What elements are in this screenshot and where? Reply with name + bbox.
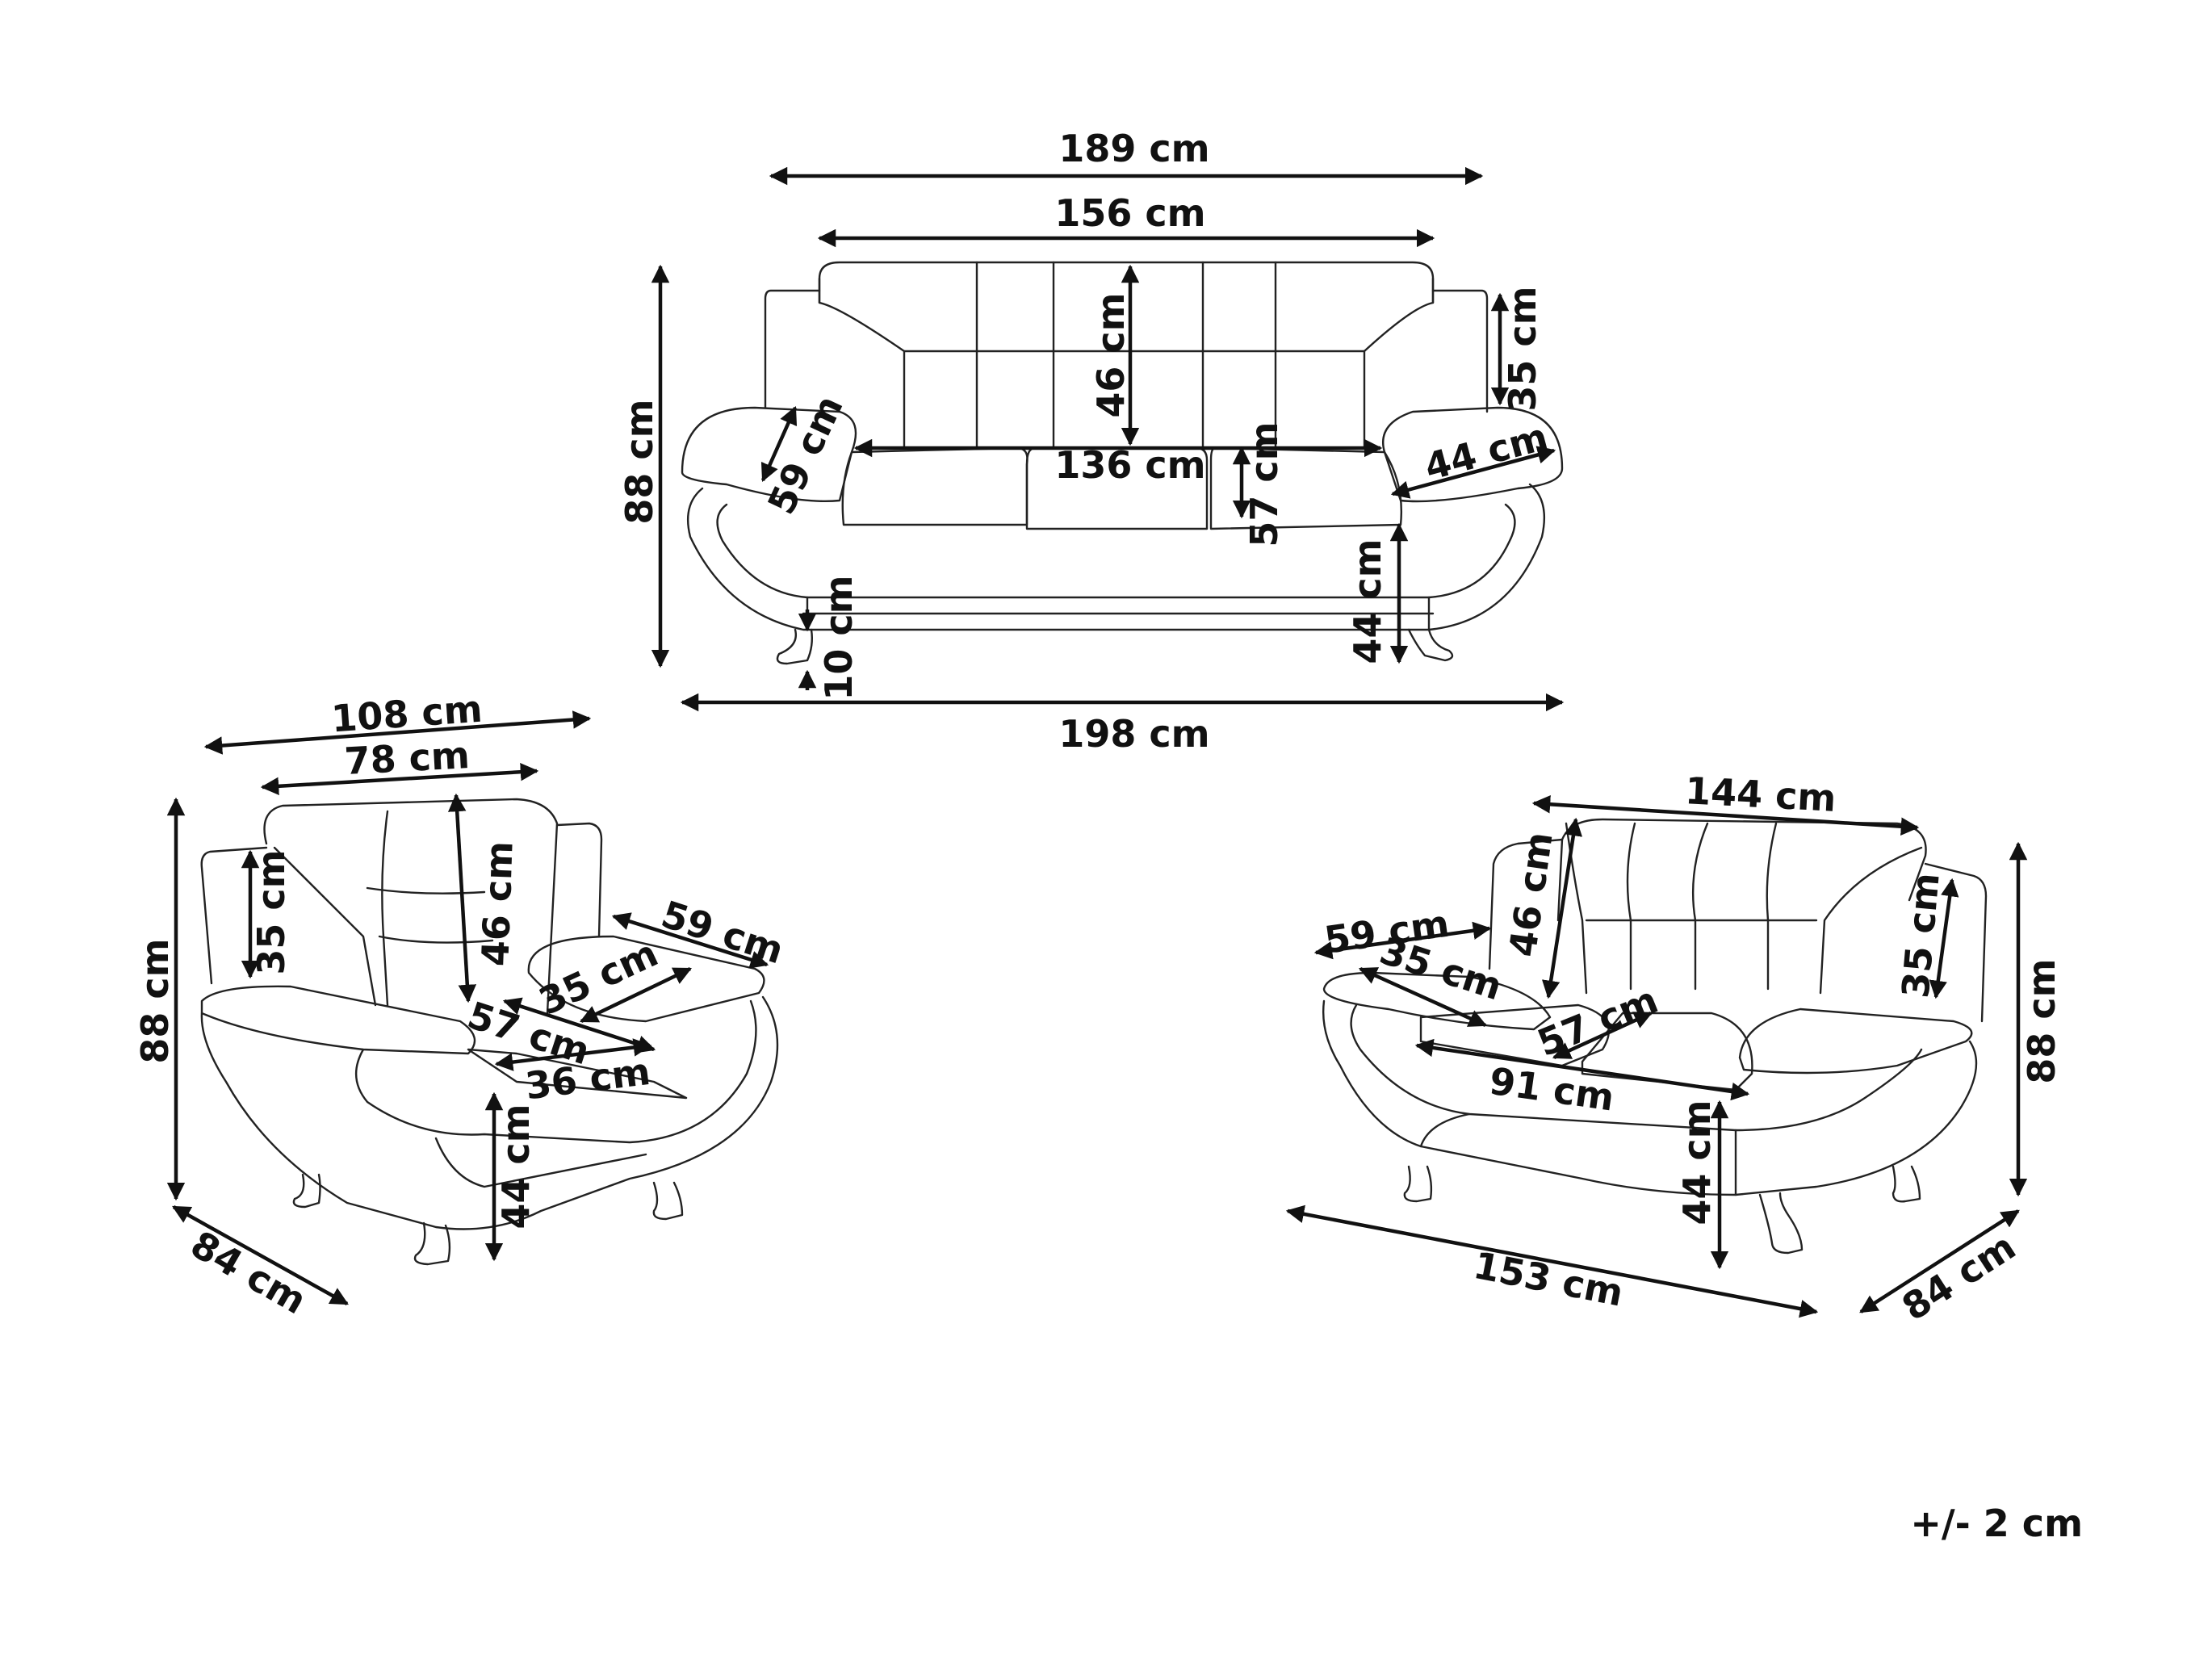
loveseat-dim-35-arm: [1358, 966, 1488, 1028]
armchair-right-side: [555, 822, 603, 938]
sofa-label-136: 136 cm: [1054, 443, 1205, 487]
sofa-label-44-seat: 44 cm: [1346, 538, 1389, 664]
armchair-leg-right: [652, 1181, 684, 1221]
armchair-label-78: 78 cm: [343, 733, 471, 783]
armchair-label-59: 59 cm: [656, 892, 789, 972]
sofa-label-189: 189 cm: [1058, 127, 1209, 170]
armchair-labels: 108 cm 78 cm 88 cm 35 cm 46 cm 59 cm 35 …: [133, 687, 789, 1323]
sofa-right-side: [1431, 289, 1489, 413]
sofa-label-57: 57 cm: [1242, 421, 1286, 547]
loveseat-label-46: 46 cm: [1501, 829, 1561, 959]
armchair-dim-46: [447, 793, 477, 1003]
loveseat-leg-right: [1892, 1165, 1921, 1203]
armchair-label-35: 35 cm: [249, 849, 293, 974]
sofa-seat-cushion-left: [841, 446, 1028, 526]
sofa-dim-44-arm: [1390, 446, 1556, 499]
armchair-dim-78: [260, 762, 539, 796]
loveseat-label-35: 35 cm: [1893, 871, 1947, 999]
sofa-left-leg: [776, 628, 814, 665]
loveseat-label-144: 144 cm: [1684, 769, 1837, 820]
loveseat-right-armpad: [1738, 1008, 1973, 1075]
loveseat-dim-91: [1414, 1038, 1750, 1101]
loveseat-front-strip: [1419, 1112, 1737, 1196]
armchair-label-46: 46 cm: [473, 840, 521, 967]
armchair-dim-84: [172, 1205, 349, 1305]
sofa-left-wing: [818, 277, 906, 450]
loveseat-back-wing-right: [1819, 846, 1923, 995]
loveseat-right-side: [1924, 862, 1988, 1023]
sofa-labels: 189 cm 156 cm 46 cm 35 cm 88 cm 59 cm 13…: [618, 127, 1552, 756]
armchair-arm-loop: [354, 999, 757, 1144]
loveseat-label-44: 44 cm: [1675, 1100, 1719, 1225]
armchair-label-44: 44 cm: [494, 1104, 538, 1229]
loveseat-seat-right: [1581, 1012, 1753, 1091]
armchair-left-armpad: [200, 985, 476, 1055]
sofa-backrest: [818, 261, 1435, 304]
loveseat-dim-46: [1541, 817, 1583, 999]
loveseat-leg-left: [1403, 1165, 1433, 1203]
sofa-label-35: 35 cm: [1501, 286, 1544, 411]
loveseat-dim-153: [1285, 1204, 1819, 1318]
sofa-label-198: 198 cm: [1058, 712, 1209, 756]
armchair-dim-36: [494, 1038, 652, 1071]
sofa-dimensions: [651, 166, 1565, 712]
loveseat-left-side: [1488, 838, 1564, 970]
sofa-label-46: 46 cm: [1089, 292, 1133, 417]
loveseat-label-91: 91 cm: [1487, 1059, 1617, 1120]
loveseat-dim-144: [1531, 795, 1920, 836]
armchair-left-side: [200, 846, 268, 985]
sofa-label-44-arm: 44 cm: [1420, 414, 1552, 488]
sofa-label-156: 156 cm: [1054, 191, 1205, 235]
armchair-dim-108: [203, 710, 592, 755]
loveseat-drawing: [1322, 818, 1988, 1255]
loveseat-leg-front: [1758, 1192, 1804, 1255]
armchair-leg-left: [292, 1173, 321, 1209]
tolerance-note: +/- 2 cm: [1910, 1502, 2083, 1545]
sofa-dim-59: [760, 405, 798, 483]
armchair-label-88: 88 cm: [133, 938, 177, 1063]
sofa-right-wing: [1363, 277, 1435, 450]
loveseat-back-seams: [1585, 822, 1818, 991]
loveseat-body: [1322, 999, 1978, 1196]
loveseat-backrest: [1556, 818, 1927, 922]
sofa-left-arm-loop: [716, 503, 1516, 599]
loveseat-dimensions: [1285, 795, 2028, 1318]
armchair-dim-59: [611, 912, 769, 969]
armchair-dimensions: [166, 710, 769, 1305]
sofa-seat-cushion-right: [1209, 446, 1402, 530]
sofa-label-88: 88 cm: [618, 399, 661, 524]
loveseat-label-153: 153 cm: [1470, 1243, 1627, 1315]
sofa-right-leg: [1407, 628, 1454, 662]
sofa-label-10: 10 cm: [817, 575, 861, 700]
loveseat-label-88: 88 cm: [2020, 958, 2063, 1083]
armchair-leg-front: [413, 1221, 451, 1266]
armchair-backrest: [263, 798, 559, 1015]
loveseat-back-wing-left: [1565, 822, 1588, 995]
loveseat-dim-59: [1313, 921, 1492, 960]
loveseat-dim-84: [1859, 1209, 2020, 1313]
armchair-label-108: 108 cm: [330, 687, 484, 741]
armchair-back-cushion: [273, 810, 389, 1007]
armchair-front-strip: [434, 1137, 647, 1188]
loveseat-dim-35: [1929, 878, 1959, 999]
sofa-left-side: [764, 289, 821, 409]
